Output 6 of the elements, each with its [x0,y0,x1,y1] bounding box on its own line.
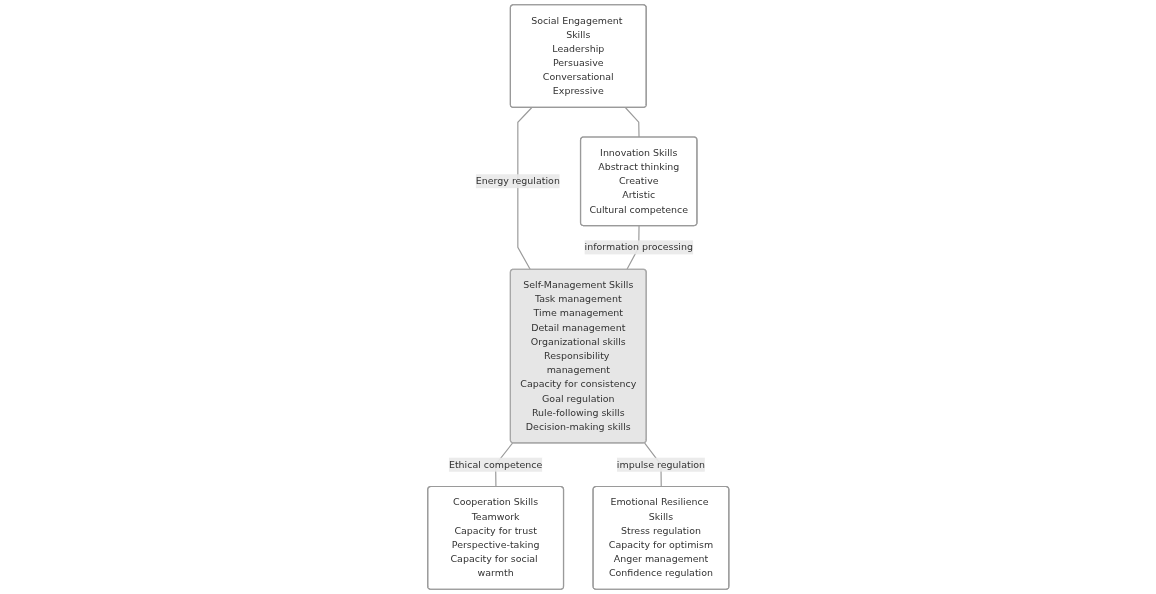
edge-label: impulse regulation [616,458,705,470]
edge-label: Energy regulation [475,175,560,187]
connector [516,107,532,271]
edge-label: information processing [584,241,693,253]
edge-label: Ethical competence [448,458,543,470]
connector [624,107,640,138]
